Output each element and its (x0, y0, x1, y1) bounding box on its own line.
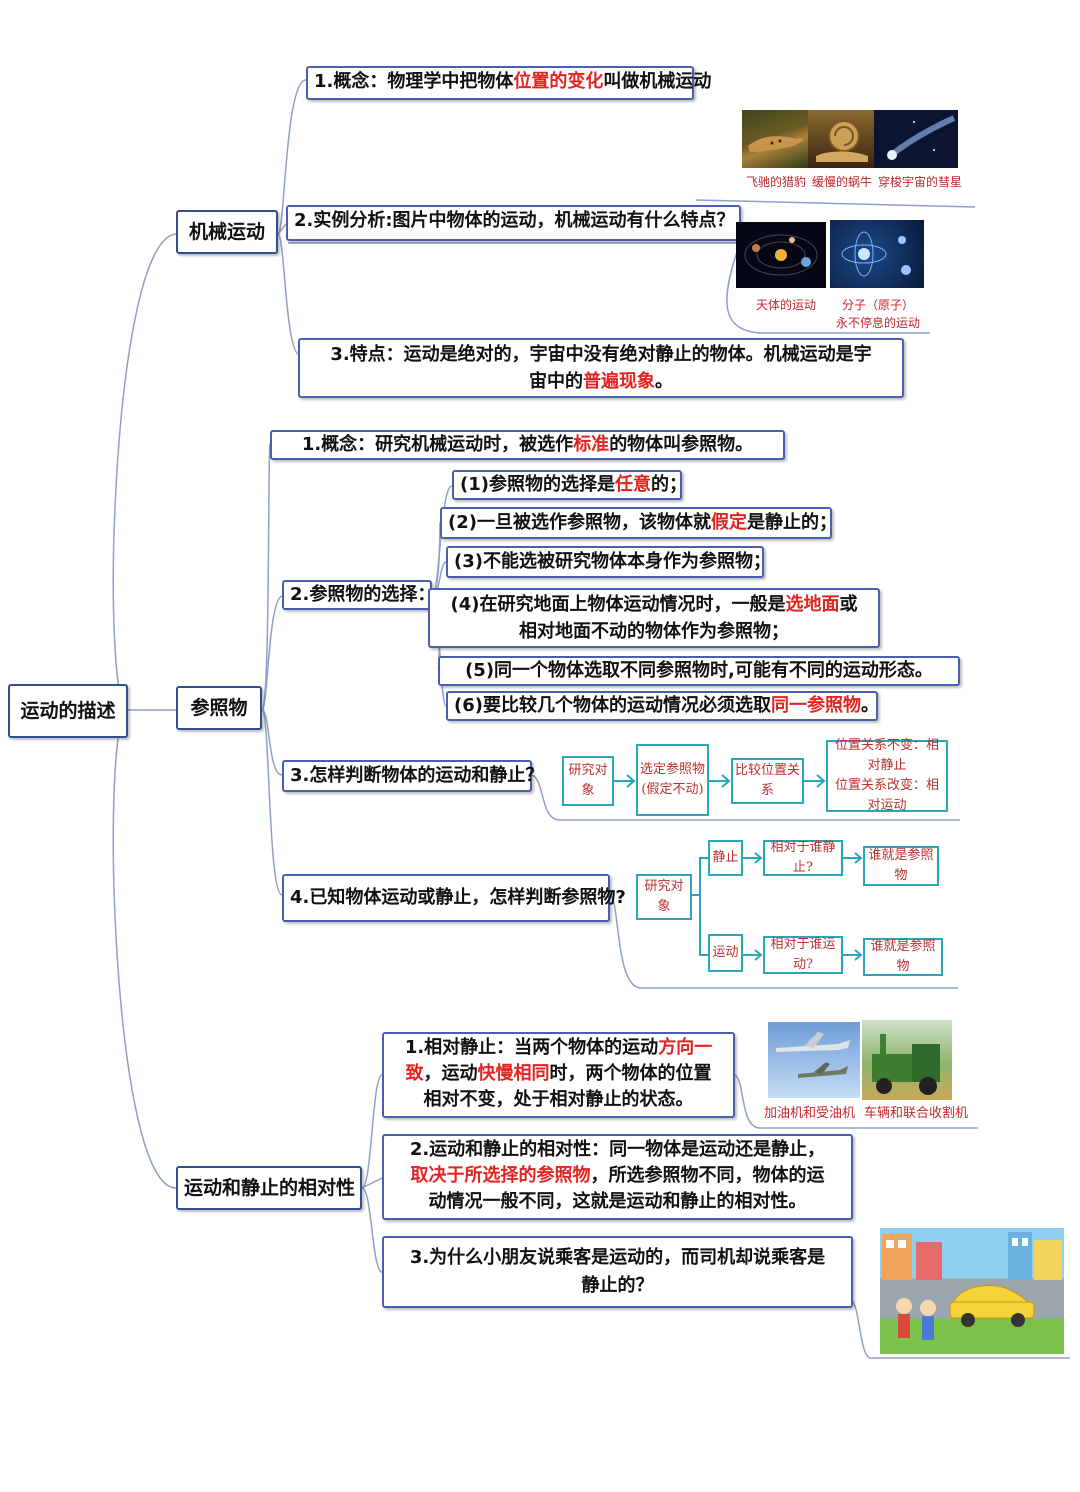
mech-feature-line2: 宙中的普遍现象。 (529, 371, 673, 392)
mech-feature-line1: 3.特点：运动是绝对的，宇宙中没有绝对静止的物体。机械运动是宇 (330, 344, 872, 365)
caption-molecule-2: 永不停息的运动 (836, 316, 921, 330)
known-still-question: 相对于谁静止? (763, 840, 843, 876)
mech-feature[interactable]: 3.特点：运动是绝对的，宇宙中没有绝对静止的物体。机械运动是宇 宙中的普遍现象。 (298, 338, 904, 398)
planets-photo (736, 222, 826, 288)
caption-aircraft: 加油机和受油机 (764, 1106, 856, 1121)
mech-concept-pre: 1.概念：物理学中把物体 (314, 71, 514, 92)
refueling-aircraft-photo (768, 1022, 860, 1098)
ref-concept[interactable]: 1.概念：研究机械运动时，被选作标准的物体叫参照物。 (270, 430, 785, 460)
cheetah-photo (742, 110, 808, 168)
ref-choice-3[interactable]: (3)不能选被研究物体本身作为参照物； (446, 546, 771, 578)
caption-planets: 天体的运动 (756, 298, 817, 312)
judge-step-object: 研究对象 (562, 756, 614, 806)
ref-choice-1[interactable]: (1)参照物的选择是任意的； (452, 470, 687, 500)
branch-mechanical-motion[interactable]: 机械运动 (176, 210, 278, 254)
caption-comet: 穿梭宇宙的彗星 (878, 175, 963, 189)
ref-choice-5[interactable]: (5)同一个物体选取不同参照物时,可能有不同的运动形态。 (438, 656, 960, 686)
rel-relativity[interactable]: 2.运动和静止的相对性：同一物体是运动还是静止， 取决于所选择的参照物，所选参照… (382, 1134, 853, 1220)
branch-reference-object[interactable]: 参照物 (176, 686, 262, 730)
caption-cheetah: 飞驰的猎豹 (746, 175, 807, 189)
known-move-answer: 谁就是参照物 (863, 938, 943, 976)
mech-concept-post: 叫做机械运动 (603, 71, 712, 92)
comet-photo (874, 110, 958, 168)
mech-concept[interactable]: 1.概念：物理学中把物体位置的变化叫做机械运动 (306, 66, 711, 100)
ref-choice-6[interactable]: (6)要比较几个物体的运动情况必须选取同一参照物。 (446, 691, 879, 721)
molecule-photo (830, 220, 924, 288)
mech-concept-highlight: 位置的变化 (513, 71, 604, 92)
rel-question[interactable]: 3.为什么小朋友说乘客是运动的，而司机却说乘客是 静止的？ (382, 1236, 853, 1308)
judge-step-select: 选定参照物(假定不动) (636, 744, 709, 816)
branch-relativity[interactable]: 运动和静止的相对性 (176, 1166, 362, 1210)
known-move: 运动 (708, 934, 743, 972)
harvester-photo (862, 1020, 952, 1100)
known-still-answer: 谁就是参照物 (863, 846, 939, 886)
ref-choice-4[interactable]: (4)在研究地面上物体运动情况时，一般是选地面或 相对地面不动的物体作为参照物； (428, 588, 880, 648)
ref-known-label[interactable]: 4.已知物体运动或静止，怎样判断参照物? (282, 874, 626, 922)
snail-photo (808, 110, 874, 168)
mech-example[interactable]: 2.实例分析:图片中物体的运动，机械运动有什么特点？ (286, 205, 741, 241)
street-scene-illustration (880, 1228, 1064, 1354)
judge-results: 位置关系不变：相对静止位置关系改变：相对运动 (826, 738, 948, 813)
ref-judge-label[interactable]: 3.怎样判断物体的运动和静止？ (282, 760, 543, 792)
caption-molecule: 分子（原子） (842, 298, 915, 312)
ref-choice-2[interactable]: (2)一旦被选作参照物，该物体就假定是静止的； (440, 507, 837, 539)
caption-snail: 缓慢的蜗牛 (812, 175, 873, 189)
known-move-question: 相对于谁运动? (763, 936, 843, 974)
caption-harvester: 车辆和联合收割机 (864, 1106, 969, 1121)
known-object: 研究对象 (636, 874, 692, 920)
ref-choice-label[interactable]: 2.参照物的选择： (282, 580, 435, 610)
root-node[interactable]: 运动的描述 (8, 684, 128, 738)
known-still: 静止 (708, 840, 743, 876)
rel-relative-rest[interactable]: 1.相对静止：当两个物体的运动方向一 致，运动快慢相同时，两个物体的位置 相对不… (382, 1032, 735, 1118)
judge-step-compare: 比较位置关系 (731, 758, 804, 804)
